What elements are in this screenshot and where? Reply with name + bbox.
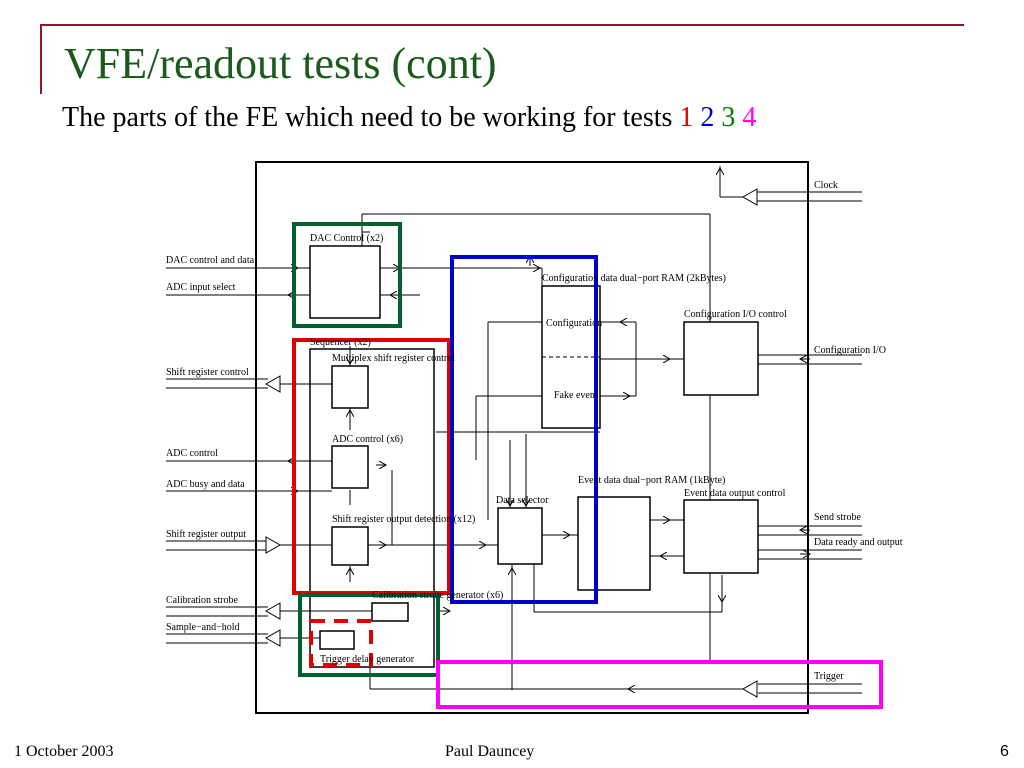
slide-title: VFE/readout tests (cont) (64, 39, 497, 88)
label-adc-control: ADC control (166, 448, 218, 459)
footer-date: 1 October 2003 (14, 743, 114, 760)
wires (166, 166, 862, 694)
footer-page-number: 6 (1000, 743, 1009, 760)
test3-highlight-calibration (298, 593, 440, 677)
label-configuration: Configuration (546, 318, 602, 329)
slide-subtitle: The parts of the FE which need to be wor… (62, 100, 756, 136)
adc-control-block (331, 445, 369, 489)
label-shift-detect: Shift register output detection (x12) (332, 514, 475, 525)
cal-gen-block (371, 602, 409, 622)
label-adc-input-select: ADC input select (166, 282, 236, 293)
subtitle-text: The parts of the FE which need to be wor… (62, 102, 673, 133)
mux-shift-block (331, 365, 369, 409)
event-ram-block (577, 496, 651, 591)
label-adc-control-block: ADC control (x6) (332, 434, 403, 445)
label-event-out-control: Event data output control (684, 488, 786, 499)
label-event-ram: Event data dual−port RAM (1kByte) (578, 475, 725, 486)
title-rule (40, 24, 964, 26)
event-out-block (683, 499, 759, 574)
dac-control-block (309, 245, 381, 319)
buffers (264, 188, 758, 698)
label-configuration-io: Configuration I/O (814, 345, 886, 356)
test1-highlight-trigger-delay (309, 619, 373, 667)
footer-author: Paul Dauncey (445, 743, 535, 760)
trigger-delay-block (319, 630, 355, 650)
label-config-ram: Configuration data dual−port RAM (2kByte… (542, 273, 726, 284)
label-config-io-control: Configuration I/O control (684, 309, 787, 320)
label-shift-register-control: Shift register control (166, 367, 249, 378)
label-trigger: Trigger (814, 671, 844, 682)
test-number-3: 3 (721, 102, 736, 133)
shift-detect-block (331, 526, 369, 566)
fe-block-diagram: DAC control and data ADC input select Sh… (166, 161, 903, 714)
label-sample-and-hold: Sample−and−hold (166, 622, 240, 633)
test-number-1: 1 (679, 102, 694, 133)
label-dac-control-block: DAC Control (x2) (310, 233, 383, 244)
label-fake-event: Fake event (554, 390, 598, 401)
fe-chip-outline (255, 161, 809, 714)
test-number-4: 4 (742, 102, 757, 133)
label-clock: Clock (814, 180, 838, 191)
label-cal-generator: Calibration strobe generator (x6) (372, 590, 503, 601)
label-calibration-strobe: Calibration strobe (166, 595, 238, 606)
label-multiplex-shift: Multiplex shift register control (332, 353, 455, 364)
data-selector-block (497, 507, 543, 565)
test2-highlight-readout (450, 255, 598, 604)
test3-highlight-dac (292, 222, 402, 328)
label-trigger-delay: Trigger delay generator (320, 654, 415, 665)
label-data-ready: Data ready and output (814, 537, 903, 548)
label-data-selector: Data selector (496, 495, 549, 506)
test4-highlight-trigger (436, 660, 883, 709)
label-send-strobe: Send strobe (814, 512, 862, 523)
test1-highlight-sequencer (292, 338, 451, 595)
config-io-block (683, 321, 759, 396)
test-number-2: 2 (700, 102, 715, 133)
label-sequencer: Sequencer (x2) (310, 337, 371, 348)
title-side-rule (40, 24, 42, 94)
label-shift-register-output: Shift register output (166, 529, 246, 540)
label-dac-control-data: DAC control and data (166, 255, 255, 266)
label-adc-busy-data: ADC busy and data (166, 479, 245, 490)
